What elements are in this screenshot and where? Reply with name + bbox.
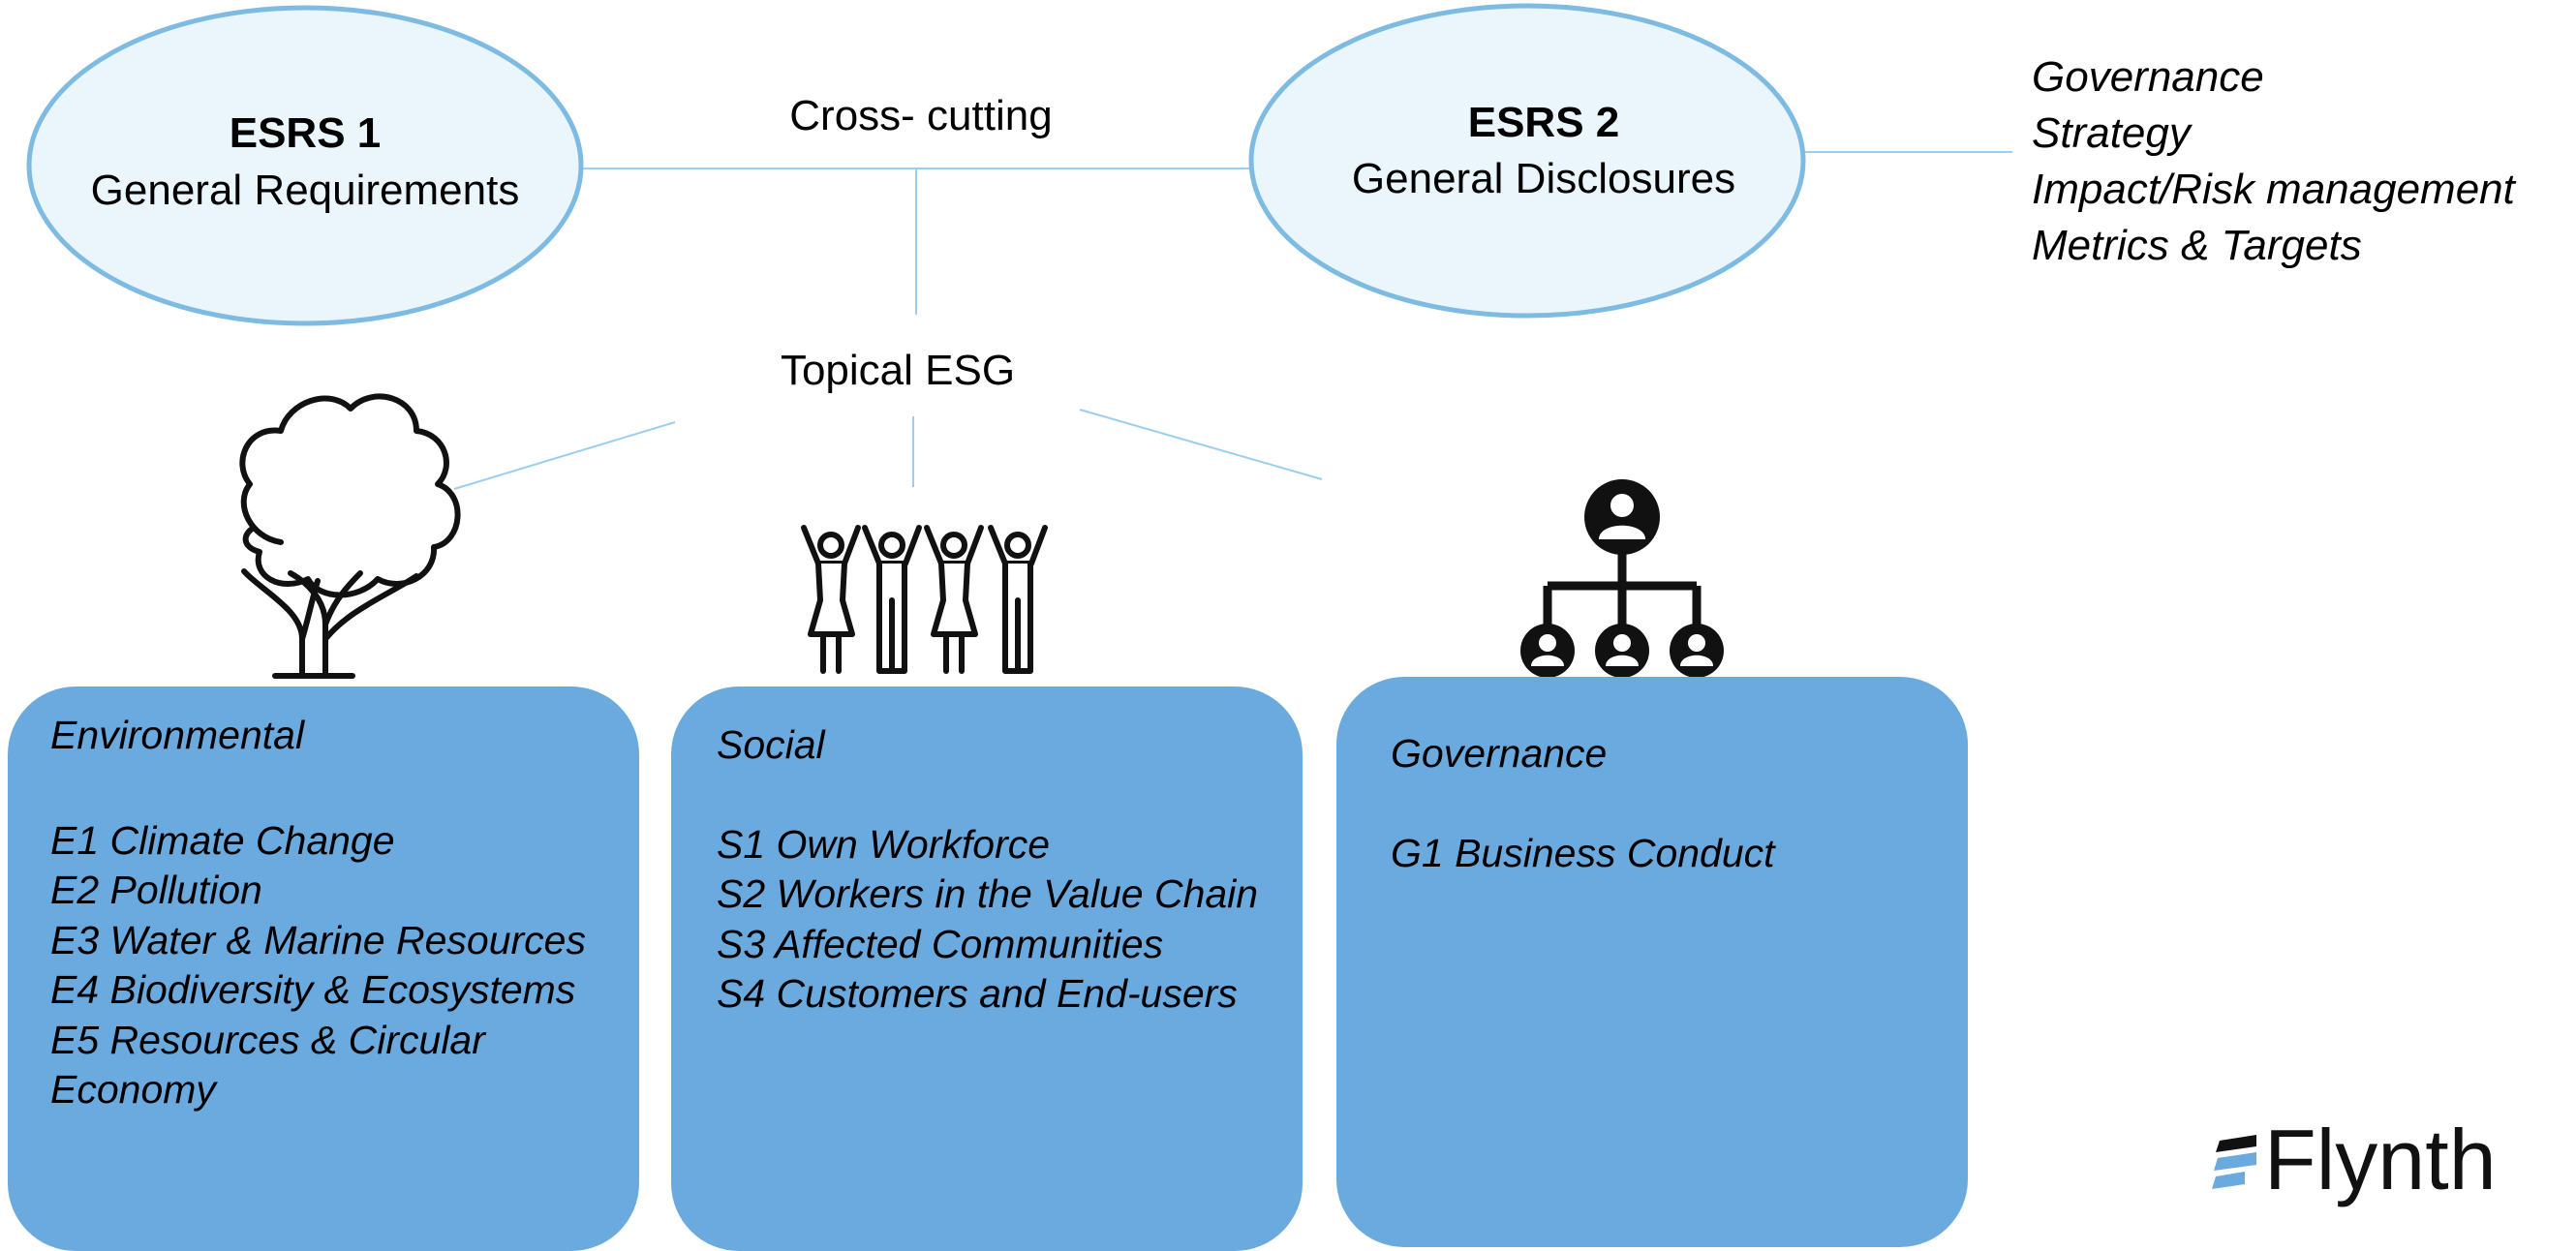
topic-item: Strategy — [2032, 109, 2193, 157]
avatar-icon — [1670, 624, 1724, 678]
box-item: S4 Customers and End-users — [717, 971, 1238, 1016]
topical-esg-label: Topical ESG — [781, 347, 1015, 394]
topic-item: Governance — [2032, 53, 2264, 101]
esrs2-node: ESRS 2 General Disclosures — [1248, 3, 1806, 319]
person-figure — [924, 525, 984, 674]
avatar-icon — [1595, 624, 1649, 678]
box-item: E2 Pollution — [50, 868, 262, 912]
environmental-box: Environmental E1 Climate Change E2 Pollu… — [8, 687, 639, 1251]
esrs2-topic-list: Governance Strategy Impact/Risk manageme… — [2032, 53, 2517, 269]
connector-topical-environmental — [453, 421, 676, 490]
social-box: Social S1 Own Workforce S2 Workers in th… — [671, 687, 1303, 1251]
connector-lines — [453, 151, 2012, 490]
box-item: S3 Affected Communities — [717, 922, 1163, 966]
box-item: Economy — [50, 1067, 218, 1112]
flynth-logo: Flynth — [2212, 1112, 2497, 1207]
person-figure — [988, 525, 1048, 674]
person-figure — [801, 525, 861, 674]
cross-cutting-label: Cross- cutting — [789, 92, 1052, 139]
org-chart-icon — [1520, 479, 1724, 678]
connector-topical-governance — [1079, 409, 1323, 480]
box-item: S2 Workers in the Value Chain — [717, 871, 1258, 916]
org-chart-lines — [1543, 552, 1702, 627]
esrs2-ellipse — [1248, 3, 1806, 319]
esrs1-subtitle: General Requirements — [91, 167, 520, 214]
topic-item: Metrics & Targets — [2032, 222, 2362, 269]
box-item: S1 Own Workforce — [717, 822, 1050, 867]
box-item: G1 Business Conduct — [1391, 831, 1776, 875]
box-item: E1 Climate Change — [50, 818, 395, 863]
box-item: E3 Water & Marine Resources — [50, 918, 586, 962]
people-icon — [801, 525, 1048, 674]
esrs2-title: ESRS 2 — [1468, 99, 1620, 146]
box-heading: Social — [717, 722, 827, 767]
avatar-icon — [1584, 479, 1660, 555]
box-heading: Governance — [1391, 731, 1607, 776]
logo-wordmark: Flynth — [2264, 1112, 2497, 1207]
governance-box: Governance G1 Business Conduct — [1336, 677, 1968, 1247]
topic-item: Impact/Risk management — [2032, 166, 2517, 213]
avatar-icon — [1520, 624, 1575, 678]
esrs1-title: ESRS 1 — [230, 109, 382, 157]
box-item: E5 Resources & Circular — [50, 1018, 487, 1062]
esrs1-node: ESRS 1 General Requirements — [26, 5, 584, 326]
logo-mark — [2212, 1172, 2245, 1189]
box-heading: Environmental — [50, 713, 306, 757]
esrs1-ellipse — [26, 5, 584, 326]
tree-icon — [239, 393, 461, 679]
logo-mark — [2216, 1135, 2256, 1152]
person-figure — [862, 525, 922, 674]
esrs2-subtitle: General Disclosures — [1352, 155, 1735, 202]
box-item: E4 Biodiversity & Ecosystems — [50, 967, 575, 1012]
logo-mark — [2214, 1152, 2256, 1171]
